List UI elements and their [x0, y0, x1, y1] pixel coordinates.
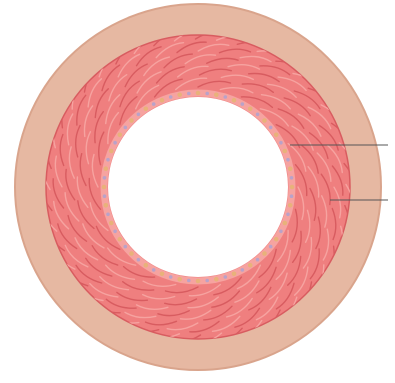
inner-lining-cell — [262, 118, 267, 123]
inner-lining-cell — [283, 149, 288, 154]
inner-lining-cell — [286, 213, 290, 217]
inner-lining-cell — [160, 98, 165, 103]
inner-lining-cell — [290, 194, 294, 198]
inner-lining-cell — [224, 95, 228, 99]
inner-lining-cell — [137, 113, 141, 117]
inner-lining-cell — [118, 133, 123, 138]
inner-lining-cell — [106, 158, 110, 162]
inner-lining-cell — [256, 258, 260, 262]
inner-lining-cell — [286, 158, 290, 162]
inner-lining-cell — [137, 258, 141, 262]
inner-lining-cell — [274, 133, 279, 138]
inner-lining-cell — [248, 107, 253, 112]
inner-lining-cell — [144, 107, 149, 112]
inner-lining-cell — [102, 185, 107, 190]
inner-lining-cell — [187, 279, 191, 283]
inner-lining-cell — [109, 221, 114, 226]
inner-lining-cell — [103, 176, 107, 180]
inner-lining-cell — [104, 166, 109, 171]
inner-lining-cell — [262, 251, 267, 256]
inner-lining-cell — [104, 203, 109, 208]
inner-lining-cell — [118, 237, 123, 242]
inner-lining-cell — [152, 102, 156, 106]
inner-lining-cell — [279, 141, 283, 145]
lumen — [108, 97, 288, 277]
inner-lining-cell — [109, 149, 114, 154]
inner-lining-cell — [288, 203, 293, 208]
inner-lining-cell — [196, 279, 201, 284]
inner-lining-cell — [103, 194, 107, 198]
inner-lining-cell — [205, 279, 209, 283]
inner-lining-cell — [124, 245, 128, 249]
inner-lining-cell — [279, 230, 283, 234]
inner-lining-cell — [241, 102, 245, 106]
inner-lining-cell — [269, 245, 273, 249]
inner-lining-cell — [256, 113, 260, 117]
inner-lining-cell — [288, 166, 293, 171]
inner-lining-cell — [177, 277, 182, 282]
inner-lining-cell — [269, 126, 273, 130]
inner-lining-cell — [177, 93, 182, 98]
inner-lining-cell — [232, 98, 237, 103]
inner-lining-cell — [124, 126, 128, 130]
inner-lining-cell — [129, 251, 134, 256]
inner-lining-cell — [113, 230, 117, 234]
inner-lining-cell — [187, 92, 191, 96]
inner-lining-cell — [214, 93, 219, 98]
inner-lining-cell — [232, 272, 237, 277]
inner-lining-cell — [290, 176, 294, 180]
inner-lining-cell — [283, 221, 288, 226]
inner-lining-cell — [196, 91, 201, 96]
inner-lining-cell — [205, 92, 209, 96]
inner-lining-cell — [129, 118, 134, 123]
inner-lining-cell — [160, 272, 165, 277]
inner-lining-cell — [169, 95, 173, 99]
inner-lining-cell — [224, 275, 228, 279]
inner-lining-cell — [169, 275, 173, 279]
inner-lining-cell — [274, 237, 279, 242]
inner-lining-cell — [214, 277, 219, 282]
inner-lining-cell — [152, 268, 156, 272]
inner-lining-cell — [144, 263, 149, 268]
inner-lining-cell — [290, 185, 295, 190]
inner-lining-cell — [113, 141, 117, 145]
inner-lining-cell — [241, 268, 245, 272]
inner-lining-cell — [248, 263, 253, 268]
inner-lining-cell — [106, 213, 110, 217]
